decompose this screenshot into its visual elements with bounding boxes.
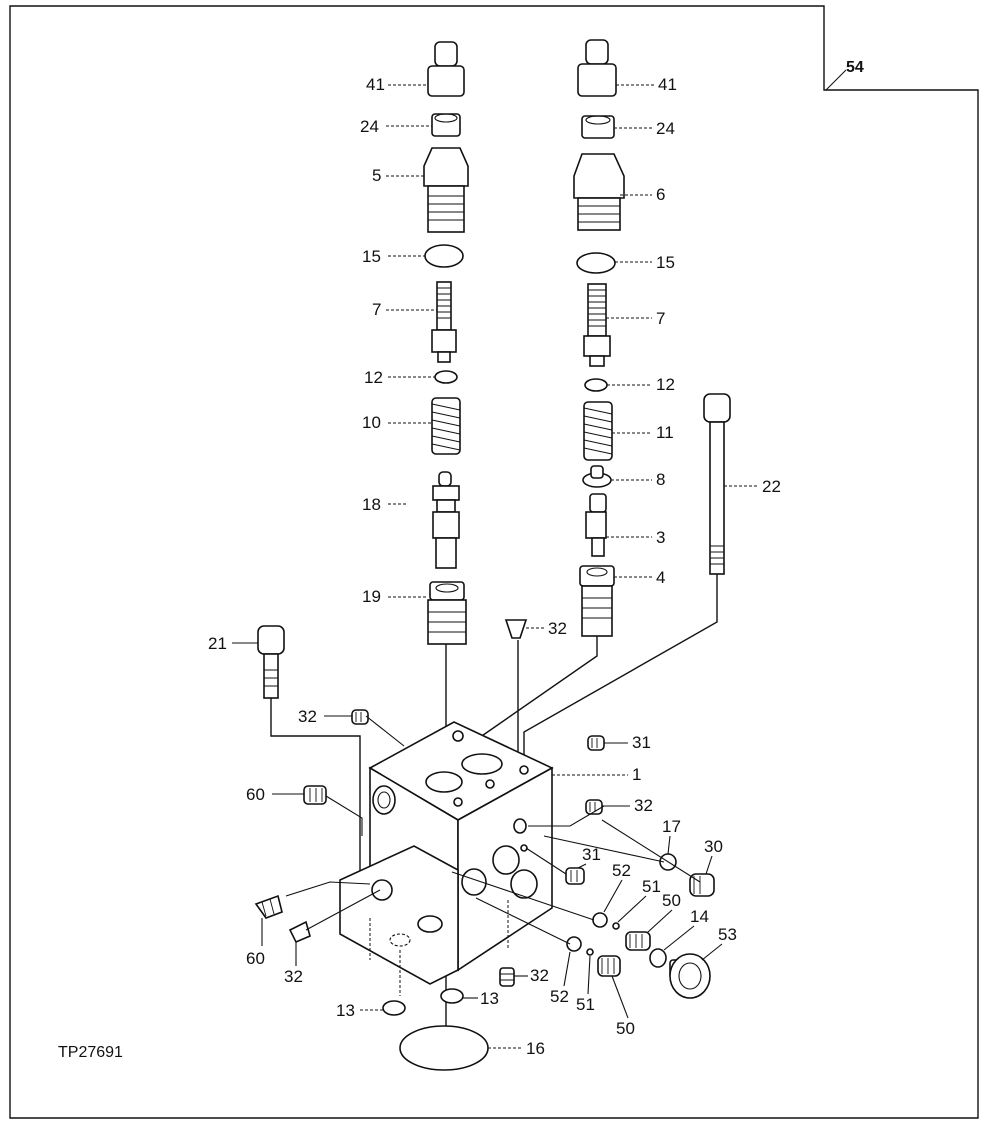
part-5-fitting <box>423 147 469 233</box>
label-53: 53 <box>718 925 737 944</box>
part-32-plug-bottom <box>499 967 515 987</box>
part-50-plug-upper <box>625 931 651 951</box>
label-7-left: 7 <box>372 300 381 319</box>
label-21: 21 <box>208 634 227 653</box>
part-1-valve-block <box>339 721 554 996</box>
part-41-right <box>577 39 617 97</box>
part-10-spring <box>431 397 461 455</box>
part-18-spool <box>432 471 460 569</box>
sheet-ref-pointer <box>825 69 847 91</box>
part-51-ball-lower <box>586 948 594 956</box>
label-24-right: 24 <box>656 119 675 138</box>
label-1: 1 <box>632 765 641 784</box>
label-31-top: 31 <box>632 733 651 752</box>
label-15-left: 15 <box>362 247 381 266</box>
part-60-plug-lower <box>254 894 283 919</box>
label-41-left: 41 <box>366 75 385 94</box>
part-15-oring-right <box>576 252 616 274</box>
label-60-lower: 60 <box>246 949 265 968</box>
part-50-plug-lower <box>597 955 621 977</box>
label-52-lower: 52 <box>550 987 569 1006</box>
label-22: 22 <box>762 477 781 496</box>
label-13-right: 13 <box>480 989 499 1008</box>
part-14-oring <box>649 948 667 968</box>
label-50-upper: 50 <box>662 891 681 910</box>
part-4-sleeve <box>579 565 615 637</box>
label-50-lower: 50 <box>616 1019 635 1038</box>
part-7-stem-left <box>431 281 457 363</box>
part-24-right <box>581 115 615 139</box>
part-13-oring-left <box>382 1000 406 1016</box>
label-31-right: 31 <box>582 845 601 864</box>
label-13-left: 13 <box>336 1001 355 1020</box>
label-3: 3 <box>656 528 665 547</box>
page-border <box>9 5 979 1119</box>
label-15-right: 15 <box>656 253 675 272</box>
label-32-right: 32 <box>634 796 653 815</box>
part-32-plug-top <box>504 619 528 639</box>
part-32-plug-lower-left <box>288 920 311 944</box>
label-4: 4 <box>656 568 665 587</box>
part-12-ring-right <box>584 378 608 392</box>
label-16: 16 <box>526 1039 545 1058</box>
label-32-left: 32 <box>298 707 317 726</box>
sheet-ref-label: 54 <box>846 59 864 76</box>
fitting-leaders <box>285 715 701 945</box>
label-24-left: 24 <box>360 117 379 136</box>
part-52-ball-upper <box>592 912 608 928</box>
part-12-ring-left <box>434 370 458 384</box>
part-52-ball-lower <box>566 936 582 952</box>
part-7-stem-right <box>583 283 611 367</box>
label-32-lower-left: 32 <box>284 967 303 986</box>
label-12-left: 12 <box>364 368 383 387</box>
label-6: 6 <box>656 185 665 204</box>
part-41-left <box>427 41 465 97</box>
part-16-oring-large <box>399 1025 489 1071</box>
label-52-upper: 52 <box>612 861 631 880</box>
part-8-seat <box>582 465 612 488</box>
part-53-plug <box>669 953 711 999</box>
label-17: 17 <box>662 817 681 836</box>
callout-labels: 41 24 5 15 7 12 10 18 19 41 24 6 15 7 12… <box>208 75 781 1058</box>
label-32-bottom: 32 <box>530 966 549 985</box>
label-8: 8 <box>656 470 665 489</box>
label-11: 11 <box>656 423 674 442</box>
part-6-fitting <box>573 153 625 231</box>
part-11-spring <box>583 401 613 461</box>
part-22-long-bolt <box>703 393 731 575</box>
label-41-right: 41 <box>658 75 677 94</box>
label-14: 14 <box>690 907 709 926</box>
part-31-plug-right <box>565 867 585 885</box>
label-51-lower: 51 <box>576 995 595 1014</box>
label-7-right: 7 <box>656 309 665 328</box>
part-3-poppet <box>585 493 607 557</box>
label-32-top: 32 <box>548 619 567 638</box>
part-24-left <box>431 113 461 137</box>
label-19: 19 <box>362 587 381 606</box>
figure-code: TP27691 <box>58 1044 123 1061</box>
label-30: 30 <box>704 837 723 856</box>
label-60-upper: 60 <box>246 785 265 804</box>
label-18: 18 <box>362 495 381 514</box>
part-51-ball-upper <box>612 922 620 930</box>
label-12-right: 12 <box>656 375 675 394</box>
part-21-bolt <box>257 625 285 699</box>
label-10: 10 <box>362 413 381 432</box>
part-15-oring-left <box>424 244 464 268</box>
label-51-upper: 51 <box>642 877 661 896</box>
part-30-plug <box>689 873 715 897</box>
part-13-oring-right <box>440 988 464 1004</box>
part-60-plug-upper <box>303 785 327 805</box>
part-19-sleeve <box>427 581 467 645</box>
part-32-plug-left <box>351 709 369 725</box>
label-5: 5 <box>372 166 381 185</box>
part-31-plug-top <box>587 735 605 751</box>
